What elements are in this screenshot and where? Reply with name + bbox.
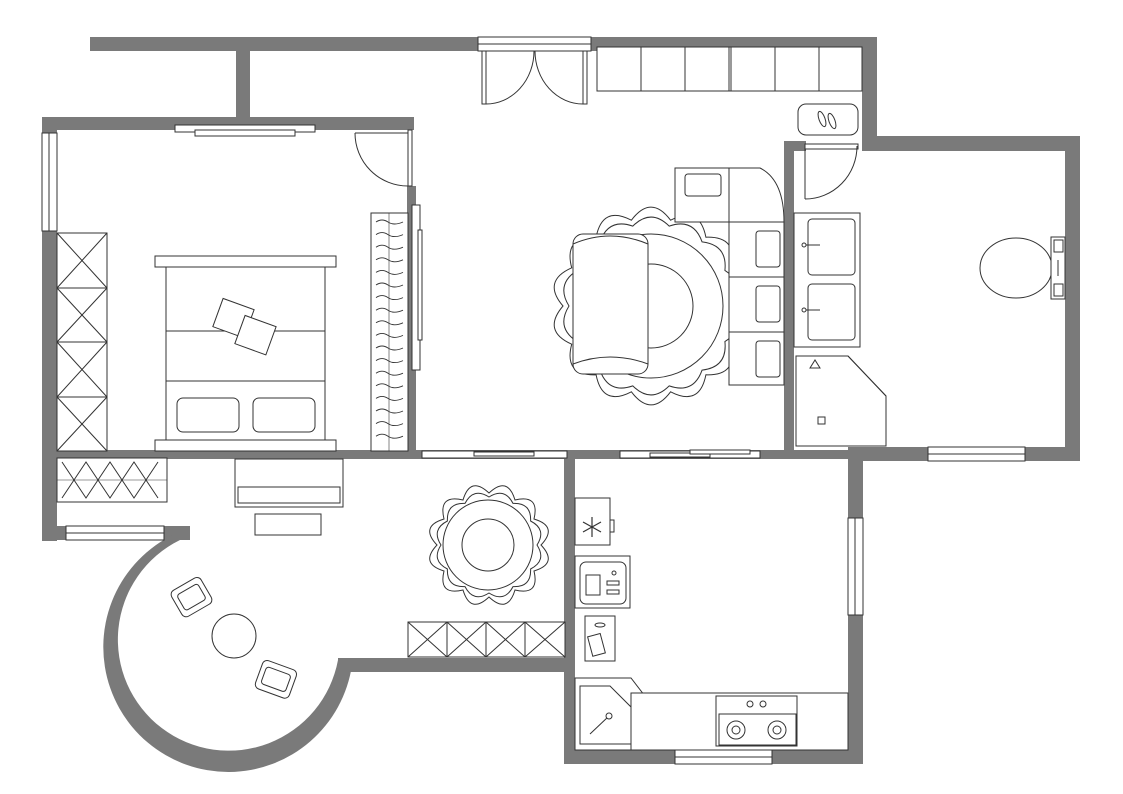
hanger [375, 421, 404, 427]
shower [795, 355, 887, 447]
wardrobe-left [56, 232, 108, 452]
wall-entry-stub [236, 44, 250, 122]
slipper-icon [817, 110, 837, 130]
hanger [375, 383, 404, 389]
shoe-rack [56, 457, 168, 503]
bedroom-door-swing [354, 132, 409, 187]
living-rug-inner [563, 216, 739, 396]
double-bed [154, 255, 337, 452]
bath-door-leaf [804, 143, 859, 150]
window-bedroom-top-inner [194, 129, 296, 137]
wall-bath-left [784, 141, 794, 453]
snowflake-icon [582, 517, 602, 537]
hanger [375, 395, 404, 401]
dining-table-inner [461, 518, 515, 572]
microwave [574, 555, 631, 609]
wall-bath-top [862, 136, 1080, 151]
hanger [375, 219, 404, 225]
wall-bath-right [1065, 136, 1080, 461]
faucet-icon [801, 307, 820, 313]
hanger [375, 332, 404, 338]
hanger [375, 408, 404, 414]
sink-basin [807, 283, 856, 341]
wall-bedroom-top [42, 117, 414, 130]
hanger [375, 358, 404, 364]
hanger [375, 257, 404, 263]
bathroom [793, 212, 1066, 447]
pillow-icon [252, 397, 316, 433]
refrigerator [574, 497, 615, 546]
pillow-icon [755, 230, 781, 268]
pillow-icon [755, 340, 781, 378]
hanger [375, 345, 404, 351]
hanger [375, 307, 404, 313]
sink-basin [807, 218, 856, 276]
doors [354, 50, 859, 200]
entry-door-left-swing [485, 50, 535, 105]
wall-bath-left-top [784, 141, 806, 151]
sliding-door-right-panel [649, 452, 711, 458]
hanger [375, 269, 404, 275]
entry-door-right-swing [534, 50, 584, 105]
bench-seat [572, 233, 649, 375]
lounge-chair [254, 659, 298, 699]
hanger [375, 320, 404, 326]
wall-kitchen-left [564, 450, 575, 764]
armchair-cushion [684, 173, 722, 197]
stove [715, 695, 798, 747]
hanger [375, 244, 404, 250]
hanging-closet [370, 212, 409, 452]
pillow-icon [755, 285, 781, 323]
windows [41, 36, 1026, 765]
hanger [375, 295, 404, 301]
kitchen [574, 497, 849, 751]
bath-door-swing [804, 145, 858, 200]
bench-bottom-curve [572, 356, 649, 365]
cushion [234, 314, 277, 356]
wall-dining-bottom [338, 658, 575, 672]
wall-right-upper [862, 37, 877, 141]
living-room [553, 167, 785, 406]
lounge-chair [170, 576, 213, 618]
faucet-icon [801, 242, 820, 248]
hangers [375, 219, 404, 439]
bedroom [56, 212, 409, 452]
hanger [375, 433, 404, 439]
corner-sink [574, 677, 649, 751]
hanger [375, 282, 404, 288]
bedroom-door-leaf [407, 129, 413, 187]
dining-area [56, 457, 566, 699]
cutting-board [584, 615, 616, 662]
entry-cabinets [596, 46, 863, 136]
dining-rug-inner [436, 492, 542, 598]
sectional-sofa [728, 167, 785, 386]
sliding-door-right-panel-2 [689, 449, 751, 455]
burner-icon [767, 720, 787, 740]
entry-door-left-leaf [481, 50, 487, 105]
entry-door-right-leaf [582, 50, 588, 105]
sliding-door-left-panel [473, 451, 535, 457]
side-table [211, 613, 257, 659]
burner-icon [726, 720, 746, 740]
bench-cushion [237, 486, 341, 504]
hanger [375, 370, 404, 376]
hanger [375, 232, 404, 238]
pillow-icon [176, 397, 240, 433]
toilet [979, 236, 1066, 300]
sliding-door-bedroom-panel [417, 229, 423, 341]
bench-top-curve [572, 235, 649, 245]
footstool [254, 513, 322, 536]
double-vanity [793, 212, 861, 348]
storage-cabinet [407, 621, 566, 658]
